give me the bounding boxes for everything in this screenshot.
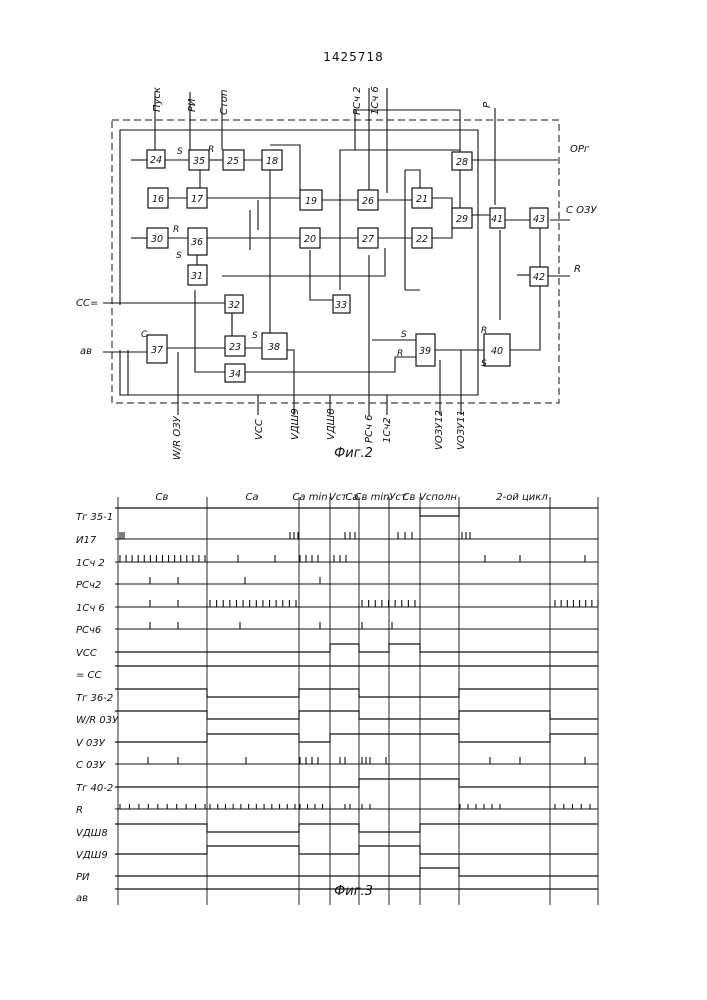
waveform	[115, 508, 598, 516]
row-label: V 03У	[76, 738, 106, 749]
row-label: Тг 35-1	[76, 512, 113, 523]
phase-label: Са min	[292, 492, 327, 503]
waveform	[115, 734, 598, 742]
row-label: Тг 40-2	[76, 783, 113, 794]
phase-label: Св min	[355, 492, 390, 503]
waveform	[115, 868, 598, 876]
waveform	[115, 644, 598, 652]
timing-phases: СвСаСа minVстСаСв minУстСвVсполн2-ой цик…	[156, 492, 549, 503]
row-label: РСч6	[76, 625, 101, 636]
row-label: С 03У	[76, 760, 106, 771]
waveform	[115, 846, 598, 854]
phase-label: Св	[156, 492, 169, 503]
row-label: РИ	[76, 872, 90, 883]
phase-label: Св	[403, 492, 416, 503]
timing-waveforms	[115, 508, 598, 889]
row-label: 1Сч 6	[76, 603, 105, 614]
row-label: = CC	[76, 670, 102, 681]
waveform	[115, 689, 598, 697]
timing-labels: Тг 35-1И17 1Сч 2 РСч2 1Сч 6 РСч6VCC = CC Тг 36…	[76, 512, 119, 904]
row-label: РСч2	[76, 580, 101, 591]
waveform	[115, 779, 598, 787]
phase-label: Са	[245, 492, 258, 503]
row-label: Тг 36-2	[76, 693, 113, 704]
timing-grid	[118, 497, 598, 905]
row-label: 1Сч 2	[76, 558, 105, 569]
waveform	[115, 711, 598, 719]
row-label: И17	[76, 535, 97, 546]
waveform	[115, 824, 598, 832]
row-label: W/R 03У	[76, 715, 119, 726]
row-label: VCC	[76, 648, 97, 659]
figure-3-caption: Фиг.3	[0, 884, 707, 899]
row-label: VДШ9	[76, 850, 108, 861]
row-label: R	[76, 805, 83, 816]
row-label: VДШ8	[76, 828, 108, 839]
phase-label: 2-ой цикл	[496, 492, 548, 503]
phase-label: Vсполн	[419, 492, 457, 503]
